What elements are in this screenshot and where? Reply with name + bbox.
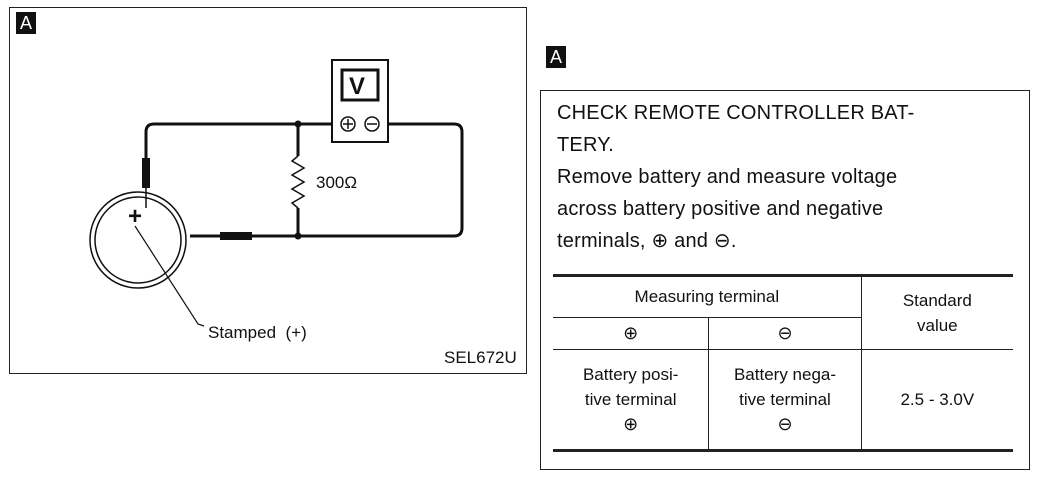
stamped-label: Stamped (+) [208,323,307,342]
spec-table: Measuring terminal Standard value ⊕ ⊖ Ba… [553,274,1013,452]
instruction-line: across battery positive and negative [557,198,884,220]
negative-probe [220,232,252,240]
cell-negative-terminal: Battery nega- tive terminal ⊖ [708,349,862,452]
info-badge: A [546,46,566,68]
junction-dot-bottom [294,232,302,240]
cell-line: tive terminal [739,390,831,409]
subheader-positive: ⊕ [553,317,710,350]
cell-line: Battery nega- [733,365,837,384]
stamped-leader-line [134,225,205,327]
coin-battery [89,191,187,289]
header-standard-line: Standard [902,291,972,310]
instruction-line: TERY. [557,134,614,156]
circuit-diagram-panel: + Stamped (+) V 300Ω SEL672U [9,7,527,374]
cell-line: Battery posi- [582,365,679,384]
header-standard-value: Standard value [860,274,1013,350]
figure-code: SEL672U [444,348,517,367]
circuit-diagram: + Stamped (+) V 300Ω SEL672U [89,59,517,367]
instruction-line: Remove battery and measure voltage [557,166,898,188]
resistor-symbol [290,155,306,209]
circuit-wires [144,122,464,238]
header-standard-line: value [917,316,958,335]
resistor-label: 300Ω [316,173,357,192]
voltmeter-label: V [349,73,365,100]
negative-symbol: ⊖ [777,414,793,435]
cell-line: tive terminal [584,390,677,409]
junction-dot-top [294,120,302,128]
instruction-panel: CHECK REMOTE CONTROLLER BAT- TERY. Remov… [540,90,1030,470]
positive-symbol: ⊕ [623,414,639,435]
instruction-text: CHECK REMOTE CONTROLLER BAT- TERY. Remov… [557,97,1017,257]
positive-probe [142,158,150,188]
cell-positive-terminal: Battery posi- tive terminal ⊕ [553,349,710,452]
cell-standard-value: 2.5 - 3.0V [860,349,1013,452]
battery-plus-sign: + [128,203,142,230]
figure-badge: A [16,12,36,34]
instruction-line: CHECK REMOTE CONTROLLER BAT- [557,102,915,124]
voltmeter [331,59,389,143]
header-measuring-terminal: Measuring terminal [553,274,862,318]
subheader-negative: ⊖ [708,317,862,350]
instruction-line: terminals, ⊕ and ⊖. [557,230,737,252]
